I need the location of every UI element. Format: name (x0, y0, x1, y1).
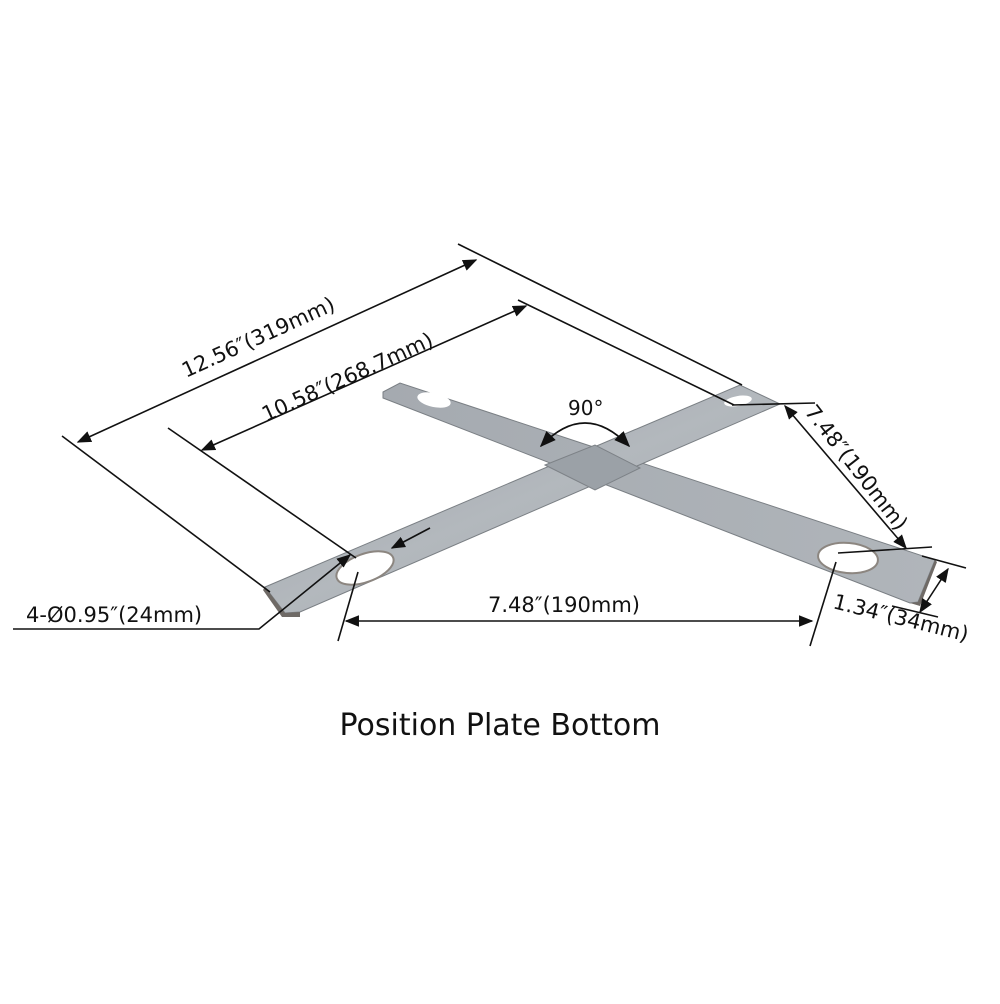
diagram-title: Position Plate Bottom (339, 708, 661, 743)
angle-label: 90° (568, 396, 603, 420)
hole-length-label: 10.58″(268.7mm) (258, 328, 437, 427)
dim-angle: 90° (539, 396, 631, 448)
weld-joint (543, 444, 642, 491)
horizontal-spacing-label: 7.48″(190mm) (488, 593, 640, 617)
dim-hole-diameter: 4-Ø0.95″(24mm) (13, 527, 431, 630)
plate-strip-a (382, 382, 937, 606)
overall-length-label: 12.56″(319mm) (178, 292, 338, 382)
hole-diameter-label: 4-Ø0.95″(24mm) (26, 603, 202, 627)
plate-strip-b (263, 384, 782, 617)
dim-horizontal-spacing: 7.48″(190mm) (337, 561, 837, 647)
diagonal-spacing-label: 7.48″(190mm) (800, 400, 912, 535)
